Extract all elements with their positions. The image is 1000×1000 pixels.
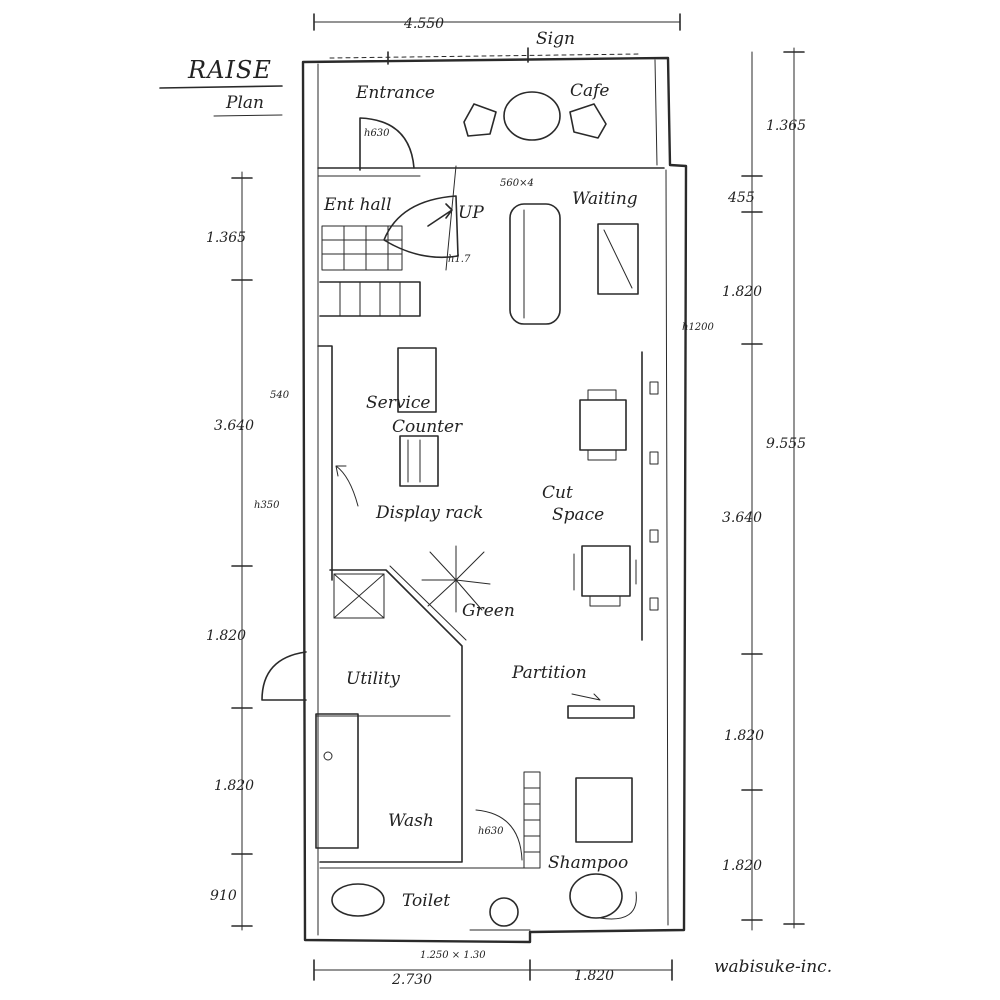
cut-station-2 [581, 545, 631, 597]
credit-signature: wabisuke-inc. [714, 957, 832, 977]
label-counter: Counter [392, 417, 463, 437]
partition-shampoo-zone [523, 693, 637, 920]
entrance-door-swing [359, 117, 415, 171]
note-h350: h350 [254, 500, 280, 511]
dim-right-5: 1.820 [724, 728, 764, 744]
cafe-chair-left [463, 103, 497, 137]
note-h1200: h1200 [682, 322, 715, 333]
dim-right-4: 3.640 [722, 510, 762, 526]
cut-station-1 [579, 399, 627, 451]
label-sign: Sign [536, 29, 575, 49]
cafe-round-table [503, 91, 561, 141]
label-service: Service [366, 393, 430, 413]
note-h630-b: h630 [478, 826, 504, 837]
partition-bar [567, 705, 635, 719]
toilet-basin [489, 897, 519, 927]
label-partition: Partition [511, 663, 587, 683]
counter-bottom [399, 435, 439, 487]
label-wash: Wash [388, 811, 434, 831]
counter-top [397, 347, 437, 413]
annotation-notes: h630 h630 h350 h1200 540 560×4 h1.7 [254, 128, 715, 837]
label-utility: Utility [346, 669, 400, 689]
label-space: Space [552, 505, 604, 525]
dim-left-1: 1.365 [206, 230, 246, 246]
label-toilet: Toilet [402, 891, 450, 911]
curved-stair [383, 195, 459, 259]
label-waiting: Waiting [572, 189, 638, 209]
waiting-side-table [597, 223, 639, 295]
shampoo-bowl [569, 873, 623, 919]
outer-walls [301, 56, 688, 944]
dim-right-6: 1.820 [722, 858, 762, 874]
cut-space-zone [573, 351, 659, 641]
entrance-hall-stair [319, 165, 459, 317]
dim-left-5: 910 [210, 888, 237, 904]
dim-left-2: 3.640 [214, 418, 254, 434]
title-block: RAISE Plan [159, 56, 283, 117]
dim-right-2: 455 [727, 190, 755, 206]
note-w540: 540 [270, 390, 290, 401]
label-cut: Cut [542, 483, 573, 503]
dimension-labels: 4.550 2.730 1.820 1.250 × 1.30 1.365 3.6… [206, 16, 806, 988]
dim-bottom-right: 1.820 [574, 968, 614, 984]
dim-bottom-small: 1.250 × 1.30 [420, 950, 486, 961]
shampoo-chair [575, 777, 633, 843]
dimension-lines [231, 13, 805, 981]
dim-left-3: 1.820 [206, 628, 246, 644]
utility-door-swing [261, 651, 307, 701]
label-shampoo: Shampoo [548, 853, 628, 873]
room-labels: Sign Entrance Cafe Ent hall UP Waiting S… [323, 29, 638, 911]
display-rack [317, 345, 333, 581]
label-ent-hall: Ent hall [323, 195, 392, 215]
dim-bottom-left: 2.730 [391, 972, 432, 988]
dim-right-3: 1.820 [722, 284, 762, 300]
toilet-bowl [331, 883, 385, 917]
dim-right-1: 1.365 [766, 118, 806, 134]
label-display-rack: Display rack [375, 503, 483, 523]
note-stair-h: h1.7 [448, 254, 471, 265]
plan-title: RAISE [187, 56, 272, 84]
plan-subtitle: Plan [225, 93, 264, 113]
utility-wash-toilet [261, 565, 531, 931]
waiting-zone [509, 203, 639, 325]
dim-right-total: 9.555 [766, 436, 806, 452]
note-h630-a: h630 [364, 128, 390, 139]
dim-top-width: 4.550 [403, 16, 444, 32]
label-up: UP [458, 203, 484, 223]
cafe-chair-right [569, 103, 607, 139]
service-counter-zone [317, 345, 439, 581]
plant-icon [421, 545, 491, 613]
dim-left-4: 1.820 [214, 778, 254, 794]
entrance-cafe-zone [329, 47, 641, 171]
label-green: Green [462, 601, 515, 621]
note-table-size: 560×4 [500, 178, 534, 189]
up-arrow [427, 203, 453, 227]
label-entrance: Entrance [355, 83, 435, 103]
label-cafe: Cafe [570, 81, 610, 101]
wash-cabinet [315, 713, 359, 849]
waiting-sofa [509, 203, 561, 325]
